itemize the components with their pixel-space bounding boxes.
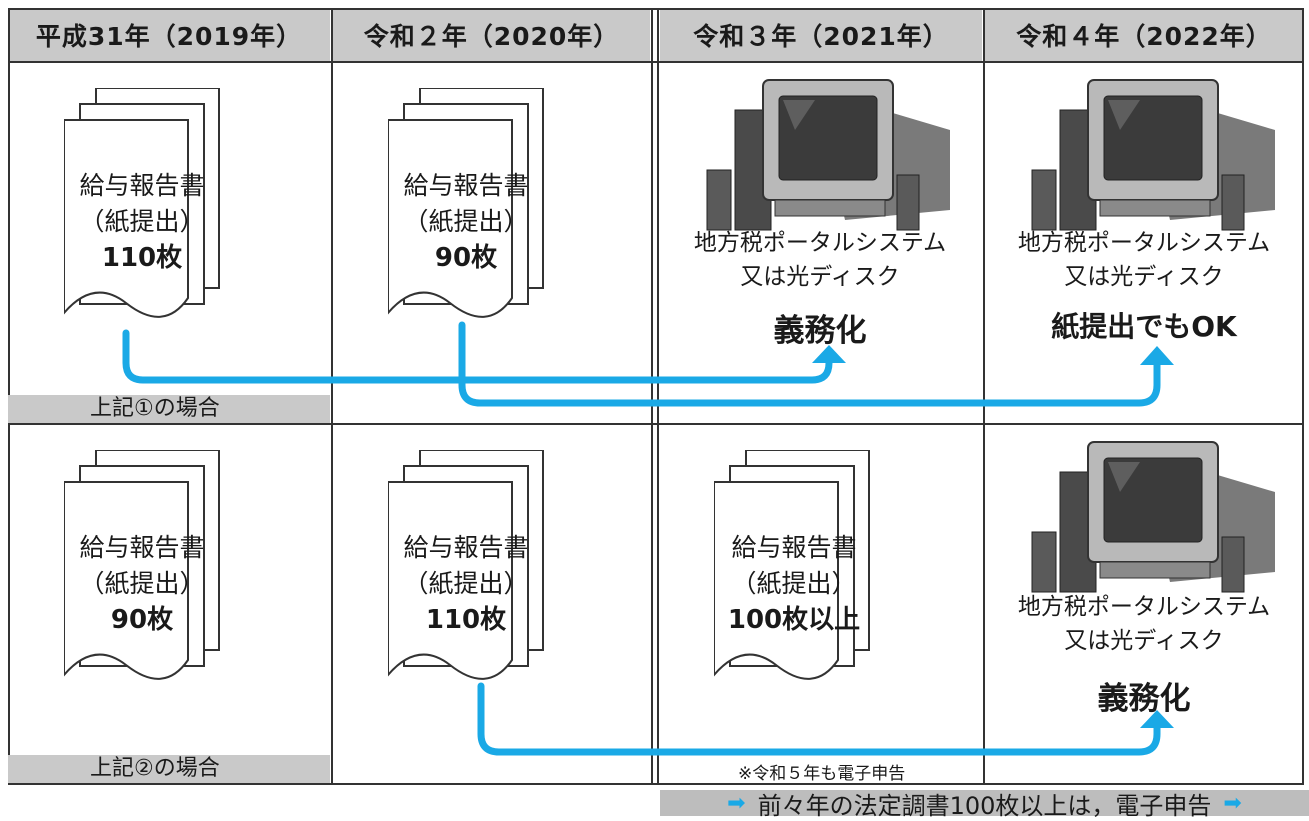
computer-2022-row2 — [1020, 432, 1290, 607]
arrowhead-icon — [1140, 346, 1174, 365]
document-stack-icon — [387, 87, 544, 318]
doc-title: 給与報告書 — [403, 533, 529, 562]
header-2019: 平成31年（2019年） — [8, 8, 330, 61]
pc-status-2022-row2: 義務化 — [1097, 681, 1191, 717]
footer-banner: ➡ 前々年の法定調書100枚以上は，電子申告 ➡ — [660, 790, 1309, 820]
pc-line1: 地方税ポータルシステム — [1017, 594, 1271, 620]
computer-icon — [1031, 441, 1275, 593]
case-label-2: 上記②の場合 — [8, 755, 330, 783]
document-stack-icon — [713, 449, 870, 680]
document-stack-icon — [63, 87, 220, 318]
computer-icon — [1031, 79, 1275, 231]
document-stack-2020-row1: 給与報告書 （紙提出） 90枚 — [387, 87, 608, 348]
computer-2022-row1 — [1020, 70, 1290, 245]
doc-title: 給与報告書 — [79, 171, 205, 200]
doc-title: 給与報告書 — [731, 533, 857, 562]
grid-top — [8, 8, 1303, 10]
computer-icon — [706, 79, 950, 231]
pc-line1: 地方税ポータルシステム — [693, 230, 947, 256]
doc-sub: （紙提出） — [79, 207, 205, 236]
header-2022: 令和４年（2022年） — [985, 8, 1303, 61]
pc-line2: 又は光ディスク — [740, 264, 900, 290]
grid-right — [1302, 8, 1304, 785]
pc-line2: 又は光ディスク — [1064, 264, 1224, 290]
case-label-1: 上記①の場合 — [8, 395, 330, 423]
pc-line1: 地方税ポータルシステム — [1017, 230, 1271, 256]
doc-sub: （紙提出） — [403, 207, 529, 236]
document-stack-2020-row2: 給与報告書 （紙提出） 110枚 — [387, 449, 608, 710]
grid-col2b — [657, 8, 659, 785]
arrow-right-icon: ➡ — [1223, 790, 1242, 816]
doc-sub: （紙提出） — [79, 569, 205, 598]
pc-status-2021-row1: 義務化 — [773, 313, 867, 349]
grid-bottom — [8, 783, 1303, 785]
pc-status-2022-row1: 紙提出でもOK — [1051, 310, 1237, 343]
document-stack-2021-row2: 給与報告書 （紙提出） 100枚以上 — [713, 449, 934, 710]
note-text: ※令和５年も電子申告 — [738, 764, 906, 784]
footer-text: 前々年の法定調書100枚以上は，電子申告 — [757, 791, 1212, 820]
doc-count: 90枚 — [110, 605, 174, 635]
doc-count: 110枚 — [425, 605, 507, 635]
pc-text-2022-row1: 地方税ポータルシステム 又は光ディスク — [984, 226, 1304, 294]
document-stack-icon — [63, 449, 220, 680]
arrow-right-icon: ➡ — [727, 790, 746, 816]
doc-sub: （紙提出） — [731, 569, 857, 598]
pc-text-2021-row1: 地方税ポータルシステム 又は光ディスク — [660, 226, 980, 294]
document-stack-icon — [387, 449, 544, 680]
pc-line2: 又は光ディスク — [1064, 628, 1224, 654]
grid-header-bottom — [8, 61, 1303, 63]
document-stack-2019-row1: 給与報告書 （紙提出） 110枚 — [63, 87, 284, 348]
pc-text-2022-row2: 地方税ポータルシステム 又は光ディスク — [984, 590, 1304, 658]
grid-col1 — [331, 8, 333, 785]
doc-count: 100枚以上 — [727, 605, 861, 635]
grid-col2a — [651, 8, 653, 785]
doc-title: 給与報告書 — [79, 533, 205, 562]
header-2021: 令和３年（2021年） — [660, 8, 982, 61]
doc-sub: （紙提出） — [403, 569, 529, 598]
header-2020: 令和２年（2020年） — [333, 8, 650, 61]
grid-col3 — [983, 8, 985, 785]
grid-row-divider — [8, 423, 1303, 425]
doc-title: 給与報告書 — [403, 171, 529, 200]
document-stack-2019-row2: 給与報告書 （紙提出） 90枚 — [63, 449, 284, 710]
computer-2021-row1 — [695, 70, 965, 245]
doc-count: 110枚 — [101, 243, 183, 273]
doc-count: 90枚 — [434, 243, 498, 273]
